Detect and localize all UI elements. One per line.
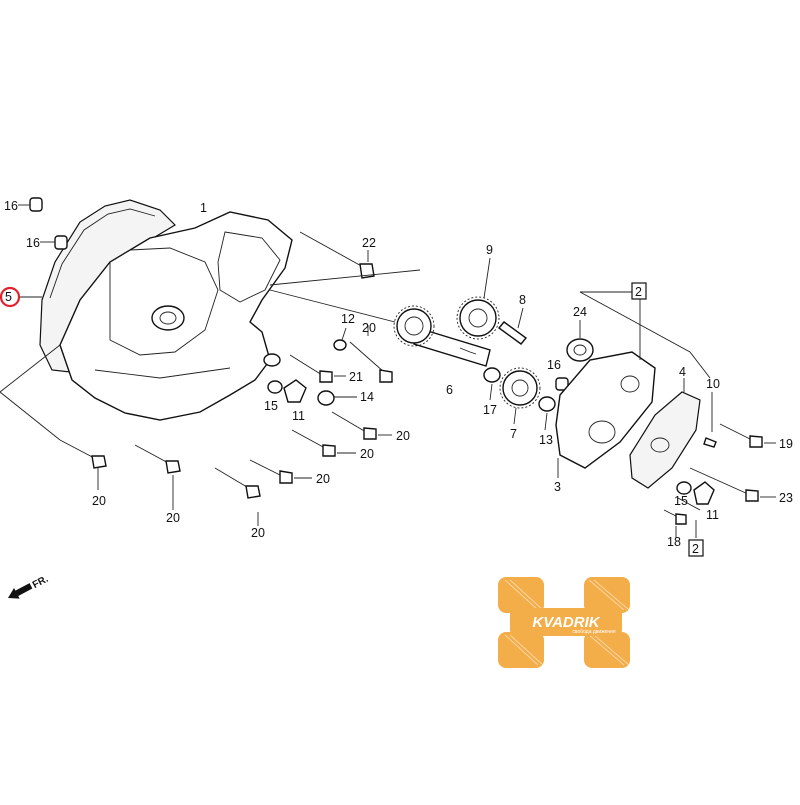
washer-13: [538, 396, 556, 412]
label-22: 22: [362, 236, 376, 250]
plate-3: [555, 351, 656, 469]
label-20e: 20: [92, 494, 106, 508]
gear-9: [456, 296, 500, 340]
bearing-24: [566, 338, 594, 362]
kvadrik-watermark-logo: KVADRIK свобода движения: [498, 577, 630, 668]
seal-15: [267, 380, 283, 394]
dowel-16a: [29, 197, 43, 212]
label-20f: 20: [166, 511, 180, 525]
front-direction-marker: FR.: [8, 574, 51, 599]
dowel-16b: [54, 235, 68, 250]
callout-labels: 1 16 16 5 22 12 20 21 15 11 14 20 20 20 …: [4, 199, 793, 549]
label-20c: 20: [360, 447, 374, 461]
label-15a: 15: [264, 399, 278, 413]
label-23: 23: [779, 491, 793, 505]
label-20d: 20: [316, 472, 330, 486]
label-21: 21: [349, 370, 363, 384]
label-6: 6: [446, 383, 453, 397]
label-19: 19: [779, 437, 793, 451]
label-24: 24: [573, 305, 587, 319]
label-8: 8: [519, 293, 526, 307]
boxed-callout-2-bottom: 2: [688, 539, 704, 557]
label-12: 12: [341, 312, 355, 326]
label-1: 1: [200, 201, 207, 215]
label-10: 10: [706, 377, 720, 391]
label-7: 7: [510, 427, 517, 441]
pin-10: [703, 437, 717, 448]
seal-15-right: [676, 481, 692, 495]
label-5: 5: [5, 290, 12, 304]
label-16a: 16: [4, 199, 18, 213]
label-11b: 11: [706, 508, 719, 522]
watermark-tagline: свобода движения: [572, 629, 616, 635]
label-20a: 20: [362, 321, 376, 335]
label-18: 16: [547, 358, 561, 372]
gear-7: [499, 367, 541, 409]
cap-11-right: [693, 481, 715, 505]
boxed-callout-2-top: 2: [631, 282, 647, 300]
dowel-16c: [555, 377, 569, 391]
svg-text:2: 2: [692, 542, 699, 556]
pin-8: [497, 321, 528, 345]
watermark-brand: KVADRIK: [532, 614, 600, 631]
front-label: FR.: [31, 574, 51, 591]
label-4: 4: [679, 365, 686, 379]
label-15b: 15: [674, 494, 688, 508]
label-9: 9: [486, 243, 493, 257]
label-17: 17: [483, 403, 497, 417]
washer-17: [483, 367, 501, 383]
bolts-left: [59, 325, 393, 526]
label-20g: 20: [251, 526, 265, 540]
gear-9-left: [393, 305, 435, 347]
label-20b: 20: [396, 429, 410, 443]
label-14: 14: [360, 390, 374, 404]
oring-14: [317, 390, 335, 406]
label-13: 13: [539, 433, 553, 447]
cap-11: [283, 379, 307, 403]
label-16b: 16: [26, 236, 40, 250]
label-18b: 18: [667, 535, 681, 549]
svg-text:2: 2: [635, 285, 642, 299]
label-3: 3: [554, 480, 561, 494]
label-11a: 11: [292, 409, 305, 423]
highlight-circle-part-5: [0, 286, 21, 308]
washer-12: [333, 339, 347, 351]
cover-4: [629, 391, 701, 489]
